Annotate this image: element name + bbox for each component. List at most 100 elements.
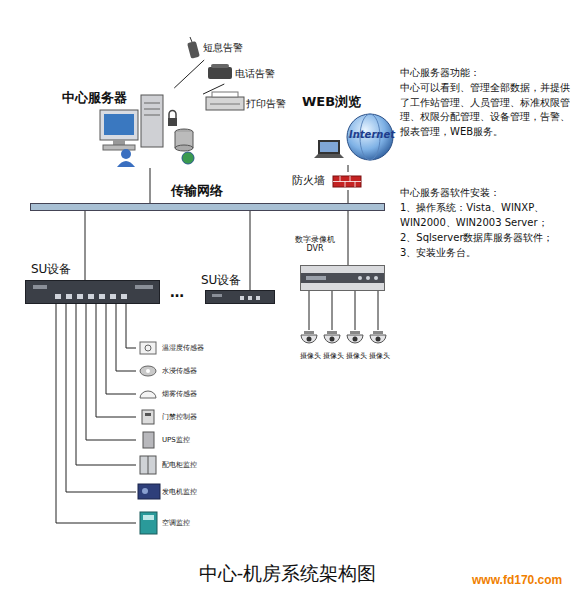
network-band: 传输网络	[30, 203, 385, 211]
connector	[66, 304, 136, 492]
camera-icons	[330, 337, 335, 342]
firewall-icon	[340, 176, 341, 182]
dvr-body	[300, 273, 385, 283]
node-label: WEB浏览	[302, 94, 394, 110]
sensor-icons	[140, 391, 156, 398]
su-device-body	[77, 294, 83, 299]
node-label: UPS监控	[162, 436, 208, 444]
server-icon	[104, 114, 134, 135]
camera-icons	[304, 331, 314, 334]
sensor-icons	[140, 456, 156, 474]
watermark: www.fd170.com	[472, 572, 562, 589]
camera-icons	[347, 335, 363, 343]
dvr-body	[366, 276, 370, 280]
camera-icons	[350, 331, 360, 334]
connector	[86, 304, 136, 440]
camera-icons	[353, 337, 358, 342]
su-device-body	[66, 294, 72, 299]
alarm-icons	[212, 92, 238, 97]
node-label: 短息告警	[203, 42, 246, 54]
connector	[106, 304, 136, 394]
connector	[116, 304, 136, 371]
internet-icon	[318, 140, 340, 154]
su-device-body	[25, 280, 160, 304]
node-label: 摄像头	[321, 353, 346, 361]
server-icon	[182, 152, 194, 164]
sensor-icons	[148, 456, 149, 474]
alarm-node: 电话告警	[205, 62, 290, 84]
server-icon	[100, 95, 194, 167]
note-text: 中心可以看到、管理全部数据，并提供了工作站管理、人员管理、标准权限管理、权限分配…	[400, 81, 570, 139]
connector	[309, 291, 310, 330]
server-icon	[141, 95, 163, 147]
connector	[348, 165, 349, 172]
note-text: 3、安装业务台。	[400, 246, 570, 261]
server-icon	[113, 140, 125, 145]
camera-icons	[376, 337, 381, 342]
node-heading: SU设备	[201, 273, 241, 287]
firewall-icon	[333, 176, 361, 187]
su-device-body	[88, 294, 94, 299]
sensor-node: 空调监控	[136, 510, 210, 536]
server-icon	[117, 161, 135, 167]
node-label: 电话告警	[235, 68, 288, 80]
su-device-body	[135, 285, 153, 289]
sensor-node: UPS监控	[136, 430, 210, 450]
alarm-node: 打印告警	[203, 90, 295, 114]
connector	[250, 211, 251, 290]
su-device-body	[248, 296, 252, 300]
note-text: 2、Sqlserver数据库服务器软件；	[400, 231, 570, 246]
connector	[126, 304, 136, 348]
su-device-body	[55, 294, 61, 299]
connector	[378, 291, 379, 330]
sensor-icons	[145, 345, 151, 351]
node-heading: SU设备	[31, 262, 71, 276]
node-label: 配电柜监控	[162, 461, 208, 469]
alarm-icons	[208, 67, 232, 79]
server-icon	[144, 103, 160, 104]
node-label: 烟雾传感器	[162, 390, 208, 398]
node-heading: 传输网络	[171, 183, 223, 199]
node-label: 摄像头	[367, 353, 392, 361]
connector	[174, 60, 204, 88]
dvr-body	[300, 265, 385, 291]
dvr-body	[374, 276, 378, 280]
sensor-icons	[143, 515, 154, 520]
camera-icons	[327, 331, 337, 334]
note-heading: 中心服务器软件安装：	[400, 186, 570, 201]
su-device-body	[212, 294, 222, 297]
node-label: 空调监控	[162, 519, 208, 527]
camera-node: 摄像头	[321, 330, 346, 364]
camera-node: 摄像头	[344, 330, 369, 364]
server-icon	[168, 118, 177, 126]
su-device-body	[121, 294, 127, 299]
sensor-node: 温湿度传感器	[136, 338, 210, 358]
internet-icon	[320, 142, 338, 152]
firewall-icon	[333, 176, 361, 187]
connector	[348, 211, 349, 265]
firewall-icon	[333, 181, 361, 182]
firewall-icon	[345, 182, 346, 188]
camera-icons	[301, 335, 317, 343]
web-node: WEB浏览	[300, 92, 396, 165]
sensor-node: 发电机监控	[136, 480, 210, 504]
su-device-body	[205, 290, 275, 304]
internet-icon	[314, 154, 344, 158]
camera-icons	[301, 331, 386, 343]
connector	[96, 304, 136, 417]
sensor-icons	[138, 342, 160, 534]
sensor-node: 门禁控制器	[136, 407, 210, 427]
sensor-icons	[140, 342, 156, 354]
node-label: 温湿度传感器	[162, 344, 208, 352]
sensor-node: 烟雾传感器	[136, 384, 210, 404]
note-heading: 中心服务器功能：	[400, 66, 570, 81]
dvr-body	[300, 265, 385, 291]
server-icon	[144, 115, 160, 116]
connector	[332, 291, 333, 330]
sensor-icons	[140, 512, 157, 534]
alarm-node: 短息告警	[186, 36, 248, 60]
node-label: 水浸传感器	[162, 367, 208, 375]
node-heading: 数字录像机 DVR	[289, 235, 341, 253]
dvr-device: 数字录像机 DVR	[300, 265, 385, 291]
